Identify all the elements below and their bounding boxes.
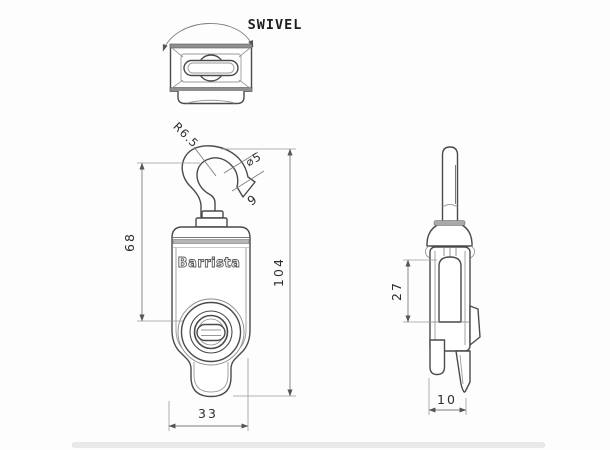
front-wheel-hub-lines xyxy=(201,329,221,336)
side-body-inner-lines xyxy=(434,251,466,348)
window-height-label: 27 xyxy=(389,281,404,301)
side-hook-rod xyxy=(441,146,459,227)
front-wheel-hub xyxy=(196,323,226,342)
hook-radius-label: R6.5 xyxy=(170,119,201,150)
top-view-tray xyxy=(177,91,245,105)
front-hook-collar xyxy=(201,210,224,219)
side-rod-curve xyxy=(442,204,458,208)
side-bar-bottom xyxy=(429,339,446,376)
swivel-rotation-arrow-icon xyxy=(162,23,254,52)
side-view-annotations: 27 10 xyxy=(389,259,467,415)
side-window-arch xyxy=(438,256,462,323)
overall-height-label: 104 xyxy=(271,257,286,287)
side-blade-inner xyxy=(459,354,464,385)
dim-27: 27 xyxy=(389,259,437,323)
opening-tick-line xyxy=(231,170,265,192)
diameter-tick-line xyxy=(223,151,259,174)
side-dome-band xyxy=(433,220,466,226)
side-view-drawing xyxy=(424,146,481,393)
brand-logo: Barrista xyxy=(178,256,241,271)
front-view-drawing: Barrista xyxy=(171,145,256,398)
top-view-rear-edge xyxy=(169,87,253,92)
body-thickness-label: 10 xyxy=(437,392,457,407)
body-width-label: 33 xyxy=(198,406,218,421)
front-cap-band xyxy=(172,239,250,244)
front-wheel xyxy=(177,298,245,366)
side-clip-tab xyxy=(469,305,481,346)
dim-33: 33 xyxy=(168,358,249,431)
top-view-recess xyxy=(180,53,242,83)
swivel-label: SWIVEL xyxy=(248,17,303,33)
top-view-tray-curve xyxy=(186,99,236,104)
side-rod-continuation xyxy=(443,247,457,257)
front-body-inner-outline xyxy=(175,247,247,393)
top-view-front-edge xyxy=(169,43,253,49)
ground-shadow-band xyxy=(71,442,546,448)
dim-104: 104 xyxy=(221,148,296,397)
top-view-slot-inner xyxy=(187,62,235,74)
body-height-label: 68 xyxy=(122,232,137,252)
hook-diameter-label: ⌀5 xyxy=(243,149,264,169)
side-blade xyxy=(455,350,471,393)
radius-leader-line xyxy=(193,146,217,177)
dim-68: 68 xyxy=(122,162,200,322)
dim-10: 10 xyxy=(428,378,467,415)
front-hook-base xyxy=(195,217,228,228)
top-view-drawing xyxy=(162,23,254,105)
top-view-corner-lines xyxy=(171,47,251,89)
top-view-slot xyxy=(183,59,239,77)
